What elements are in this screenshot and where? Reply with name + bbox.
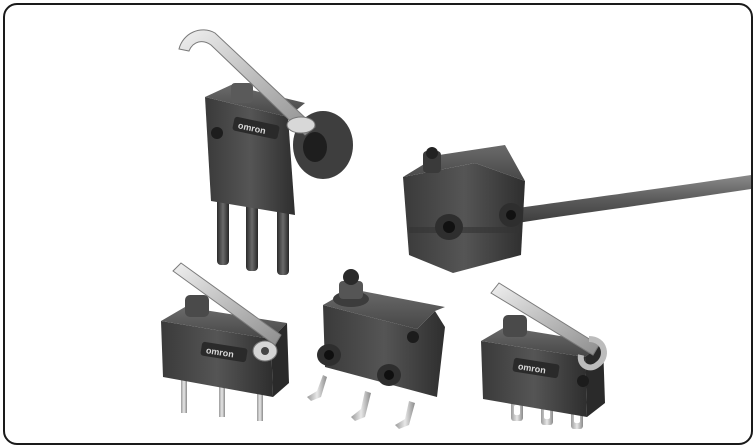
switch-roller-lever-pin-terminals: omron — [178, 29, 353, 275]
omron-logo: omron — [205, 345, 234, 359]
omron-logo: omron — [517, 361, 546, 375]
switch-hinge-lever-pcb-terminals: omron — [161, 262, 289, 421]
switch-plunger-right-angle-terminals — [307, 269, 445, 429]
photo-frame: omron omron — [3, 3, 753, 445]
product-photo: omron omron — [161, 29, 751, 429]
switch-simulated-roller-solder-terminals: omron — [481, 282, 607, 429]
switch-plunger-lead-cable — [403, 145, 751, 273]
